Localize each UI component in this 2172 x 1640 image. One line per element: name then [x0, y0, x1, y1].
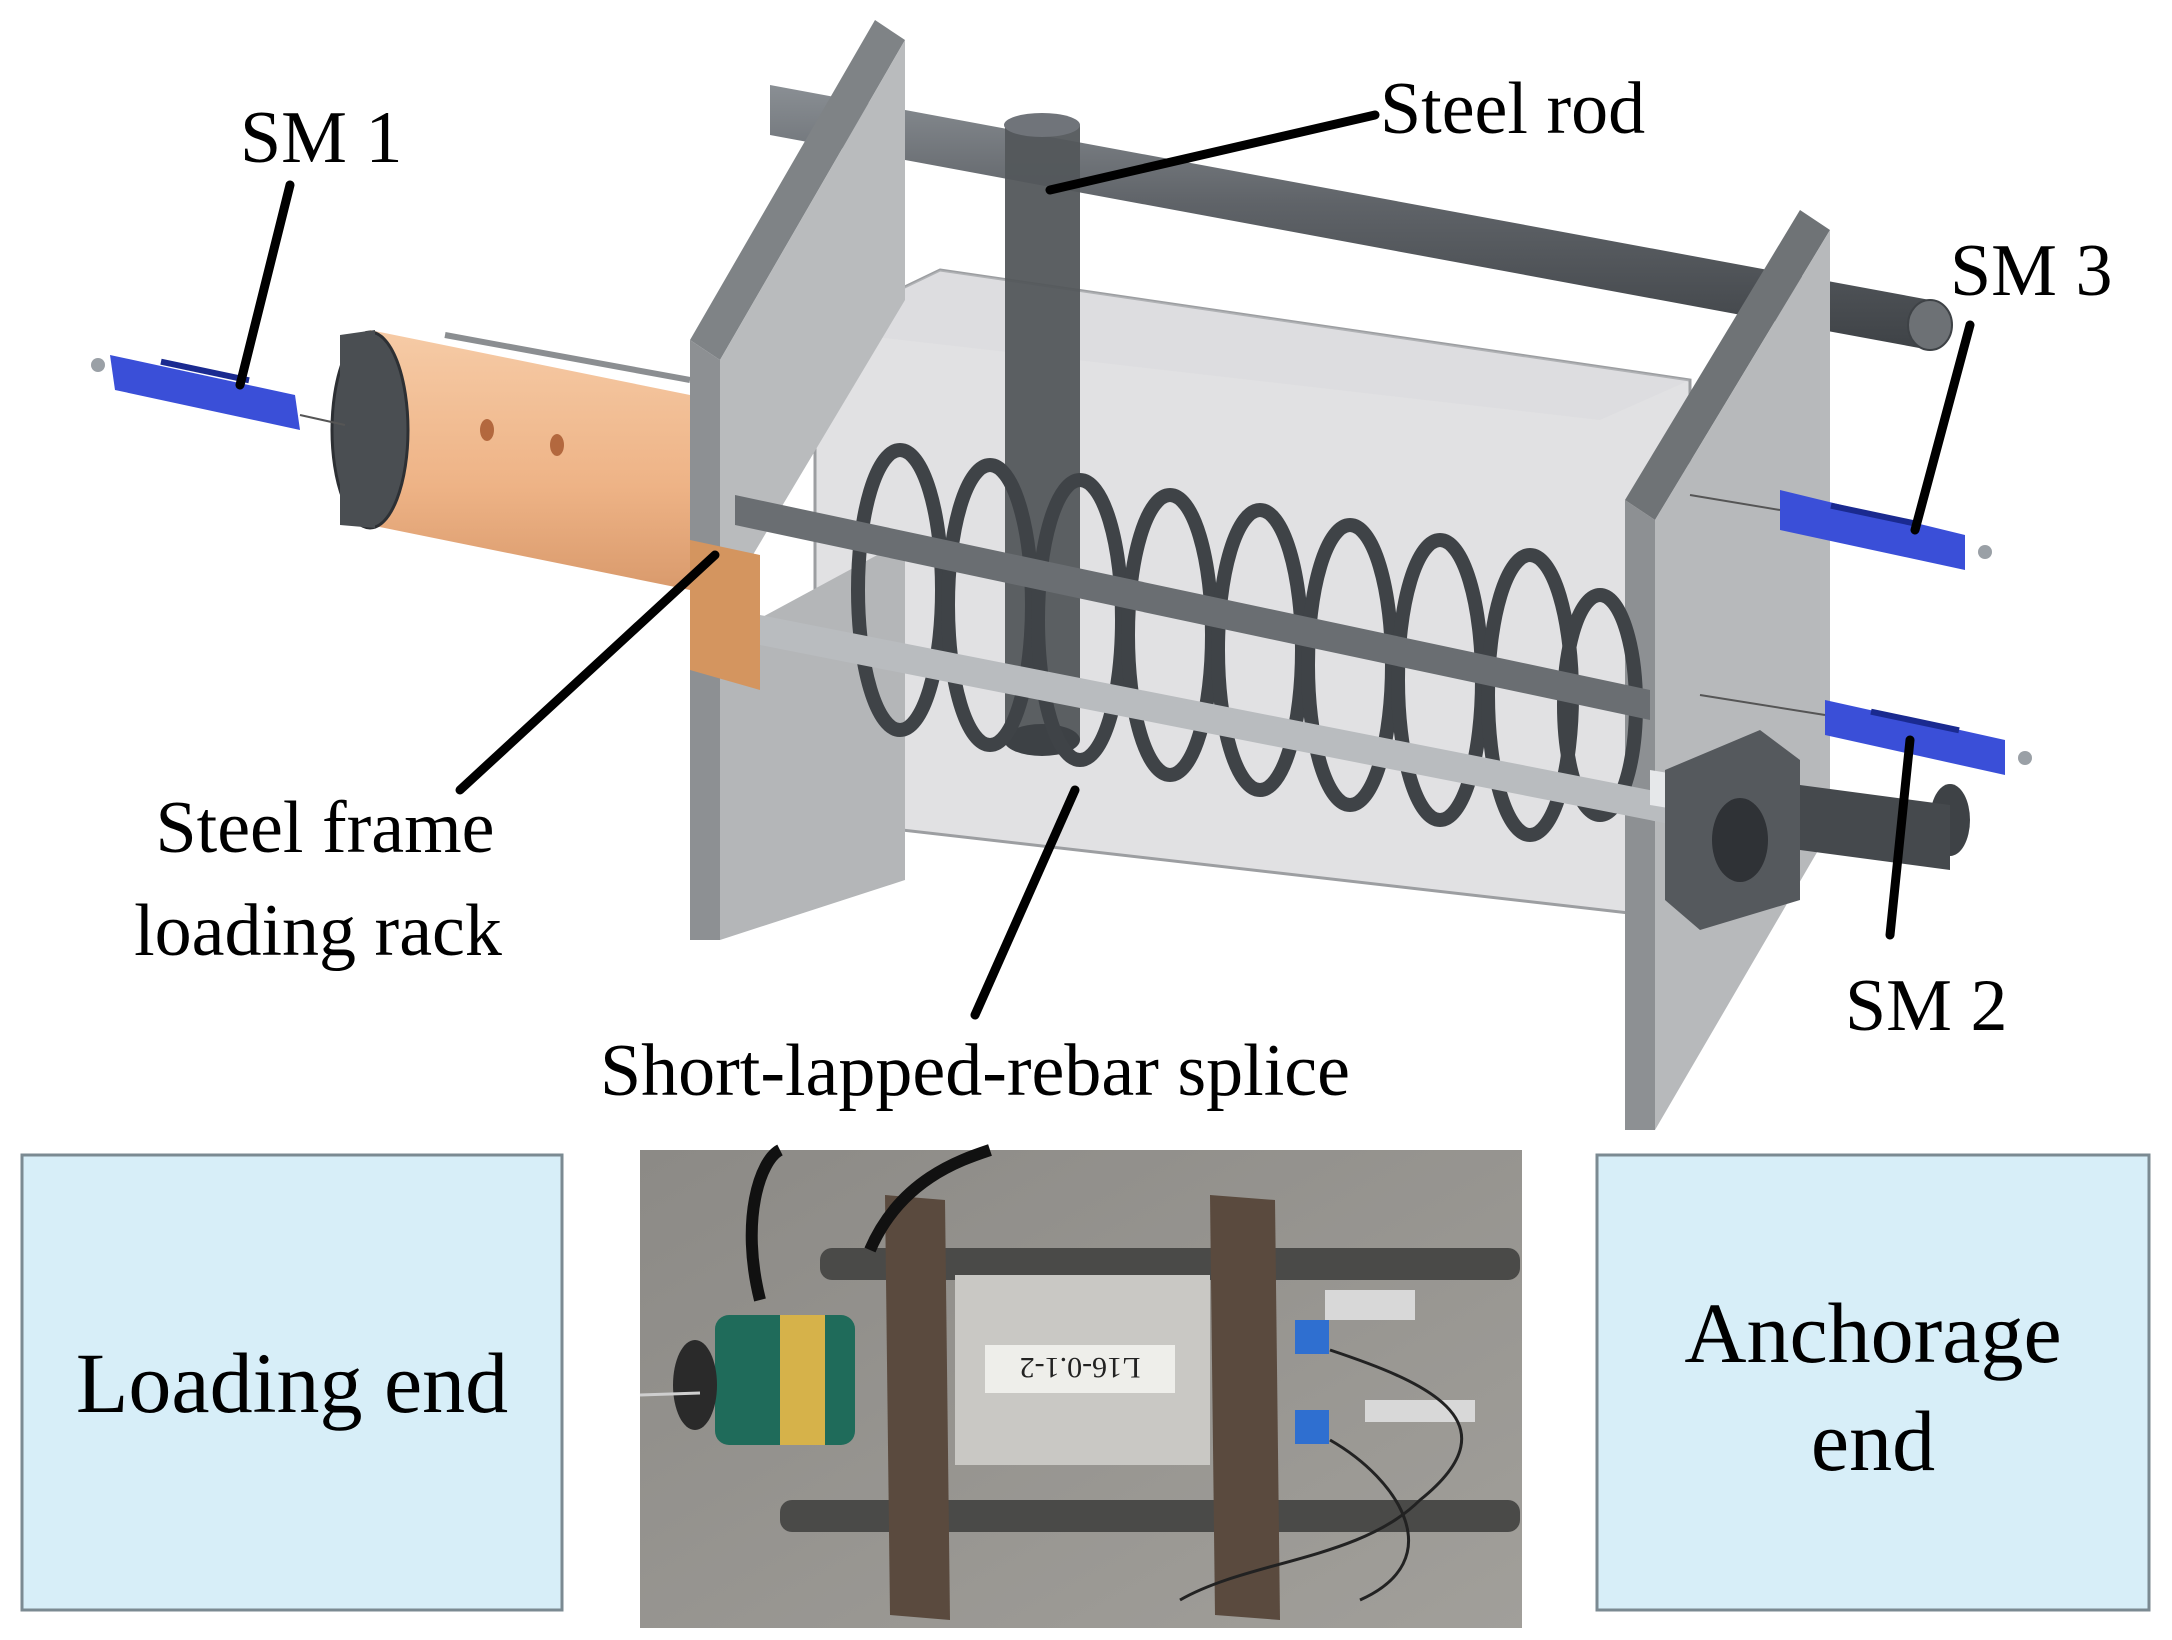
anchorage-end-label-line2: end: [1811, 1393, 1935, 1489]
splice-label: Short-lapped-rebar splice: [600, 1030, 1350, 1112]
specimen-tag: L16-0.1-2: [1020, 1351, 1141, 1384]
frame-label-line1: Steel frame: [156, 787, 495, 869]
sm3-label: SM 3: [1950, 230, 2112, 312]
splice-leader: [970, 785, 1080, 1020]
sm1-leader: [235, 180, 295, 390]
hydraulic-jack: [330, 330, 760, 690]
steel-rod-leader: [1045, 110, 1380, 195]
leader-lines: [235, 110, 1975, 1020]
render-3d: SM 1 Steel rod SM 3 SM 2 Steel frame loa…: [91, 20, 2112, 1130]
frame-leader: [455, 550, 720, 795]
sm3-sensor: [1689, 490, 1992, 570]
anchorage-end-box: Anchorage end: [1595, 1153, 2151, 1612]
right-steel-plate: [1625, 210, 1830, 1130]
anchorage-nut: [1665, 730, 1800, 930]
sm3-leader: [1910, 320, 1975, 535]
loading-end-label: Loading end: [76, 1335, 508, 1431]
frame-label-line2: loading rack: [134, 890, 502, 972]
steel-rod-label: Steel rod: [1380, 68, 1645, 150]
loading-end-box: Loading end: [20, 1153, 564, 1612]
sm1-label: SM 1: [240, 97, 402, 179]
sm2-leader: [1885, 735, 1915, 940]
test-rig-photo: L16-0.1-2: [639, 1144, 1522, 1628]
sm2-label: SM 2: [1845, 965, 2007, 1047]
anchorage-end-label-line1: Anchorage: [1684, 1285, 2061, 1381]
sm1-sensor: [91, 355, 346, 430]
sm2-sensor: [1699, 694, 2032, 775]
